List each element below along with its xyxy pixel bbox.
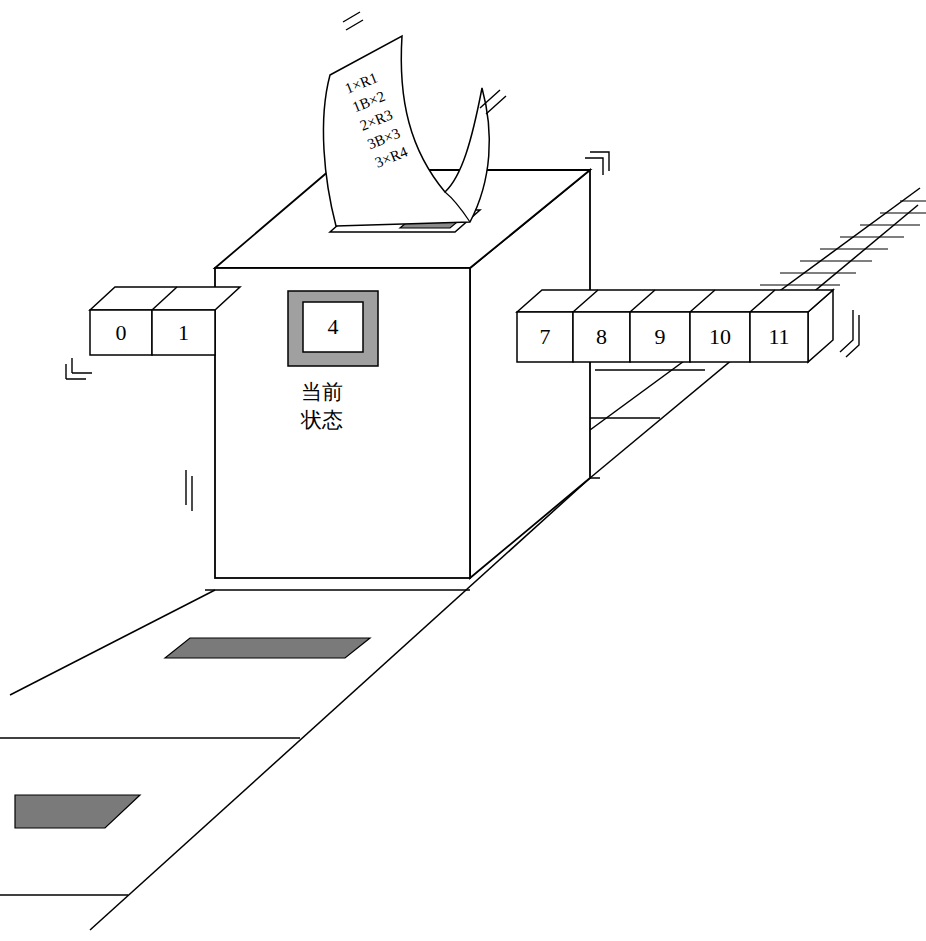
- tape-cell: [630, 312, 690, 362]
- tape-cell: [573, 312, 630, 362]
- track-slat: [760, 284, 840, 285]
- tape-cell: [517, 312, 573, 362]
- tape-cell: 10: [690, 312, 750, 362]
- cell-symbol: 10: [709, 324, 731, 350]
- cell-symbol: 11: [768, 324, 789, 350]
- track-slat: [590, 417, 660, 419]
- machine-front: [215, 268, 470, 578]
- track-slat: [860, 224, 920, 225]
- state-display-frame: [288, 291, 378, 366]
- track-slat: [205, 589, 470, 591]
- cell-symbol: 0: [116, 320, 127, 346]
- tape-cell: 11: [750, 312, 808, 362]
- tape-cell: 9: [630, 312, 690, 362]
- tape-cell: 7: [517, 312, 573, 362]
- tape-top: [90, 287, 240, 310]
- paper-sheet: [323, 36, 489, 226]
- tape-divider: [152, 287, 177, 310]
- paper-fold: [445, 192, 470, 222]
- tape-cell: [90, 310, 152, 355]
- track-slats: [760, 201, 926, 285]
- state-display: 4当前 状态: [303, 302, 363, 352]
- tape-cell: 8: [573, 312, 630, 362]
- cell-symbol: 9: [655, 324, 666, 350]
- track-slat: [590, 477, 600, 479]
- track-slat: [900, 200, 926, 201]
- tape-cell: 1: [152, 310, 215, 355]
- track-slat: [0, 894, 128, 896]
- tape-cell: [152, 310, 215, 355]
- track-slat: [595, 369, 705, 371]
- track-slat: [880, 212, 926, 213]
- track-slat: [840, 236, 904, 237]
- track-rail: [590, 205, 918, 478]
- tape-cell: 0: [90, 310, 152, 355]
- state-display-window: [303, 302, 363, 352]
- cell-symbol: 8: [596, 324, 607, 350]
- tape-cell: [690, 312, 750, 362]
- belt-block: [165, 638, 370, 658]
- track-slat: [800, 260, 872, 261]
- tape-divider: [573, 290, 775, 312]
- state-caption: 当前 状态: [291, 378, 353, 435]
- track-slat: [0, 737, 300, 739]
- belt-block: [15, 795, 140, 828]
- state-value: 4: [328, 314, 339, 340]
- tape-top: [517, 290, 833, 312]
- tape-cell: [750, 312, 808, 362]
- track-slat: [820, 248, 888, 249]
- cell-symbol: 7: [540, 324, 551, 350]
- cell-symbol: 1: [178, 320, 189, 346]
- motion-marks: [66, 12, 859, 511]
- instruction-paper: 1×R11B×22×R33B×33×R4: [342, 67, 410, 172]
- track-slat: [780, 272, 856, 273]
